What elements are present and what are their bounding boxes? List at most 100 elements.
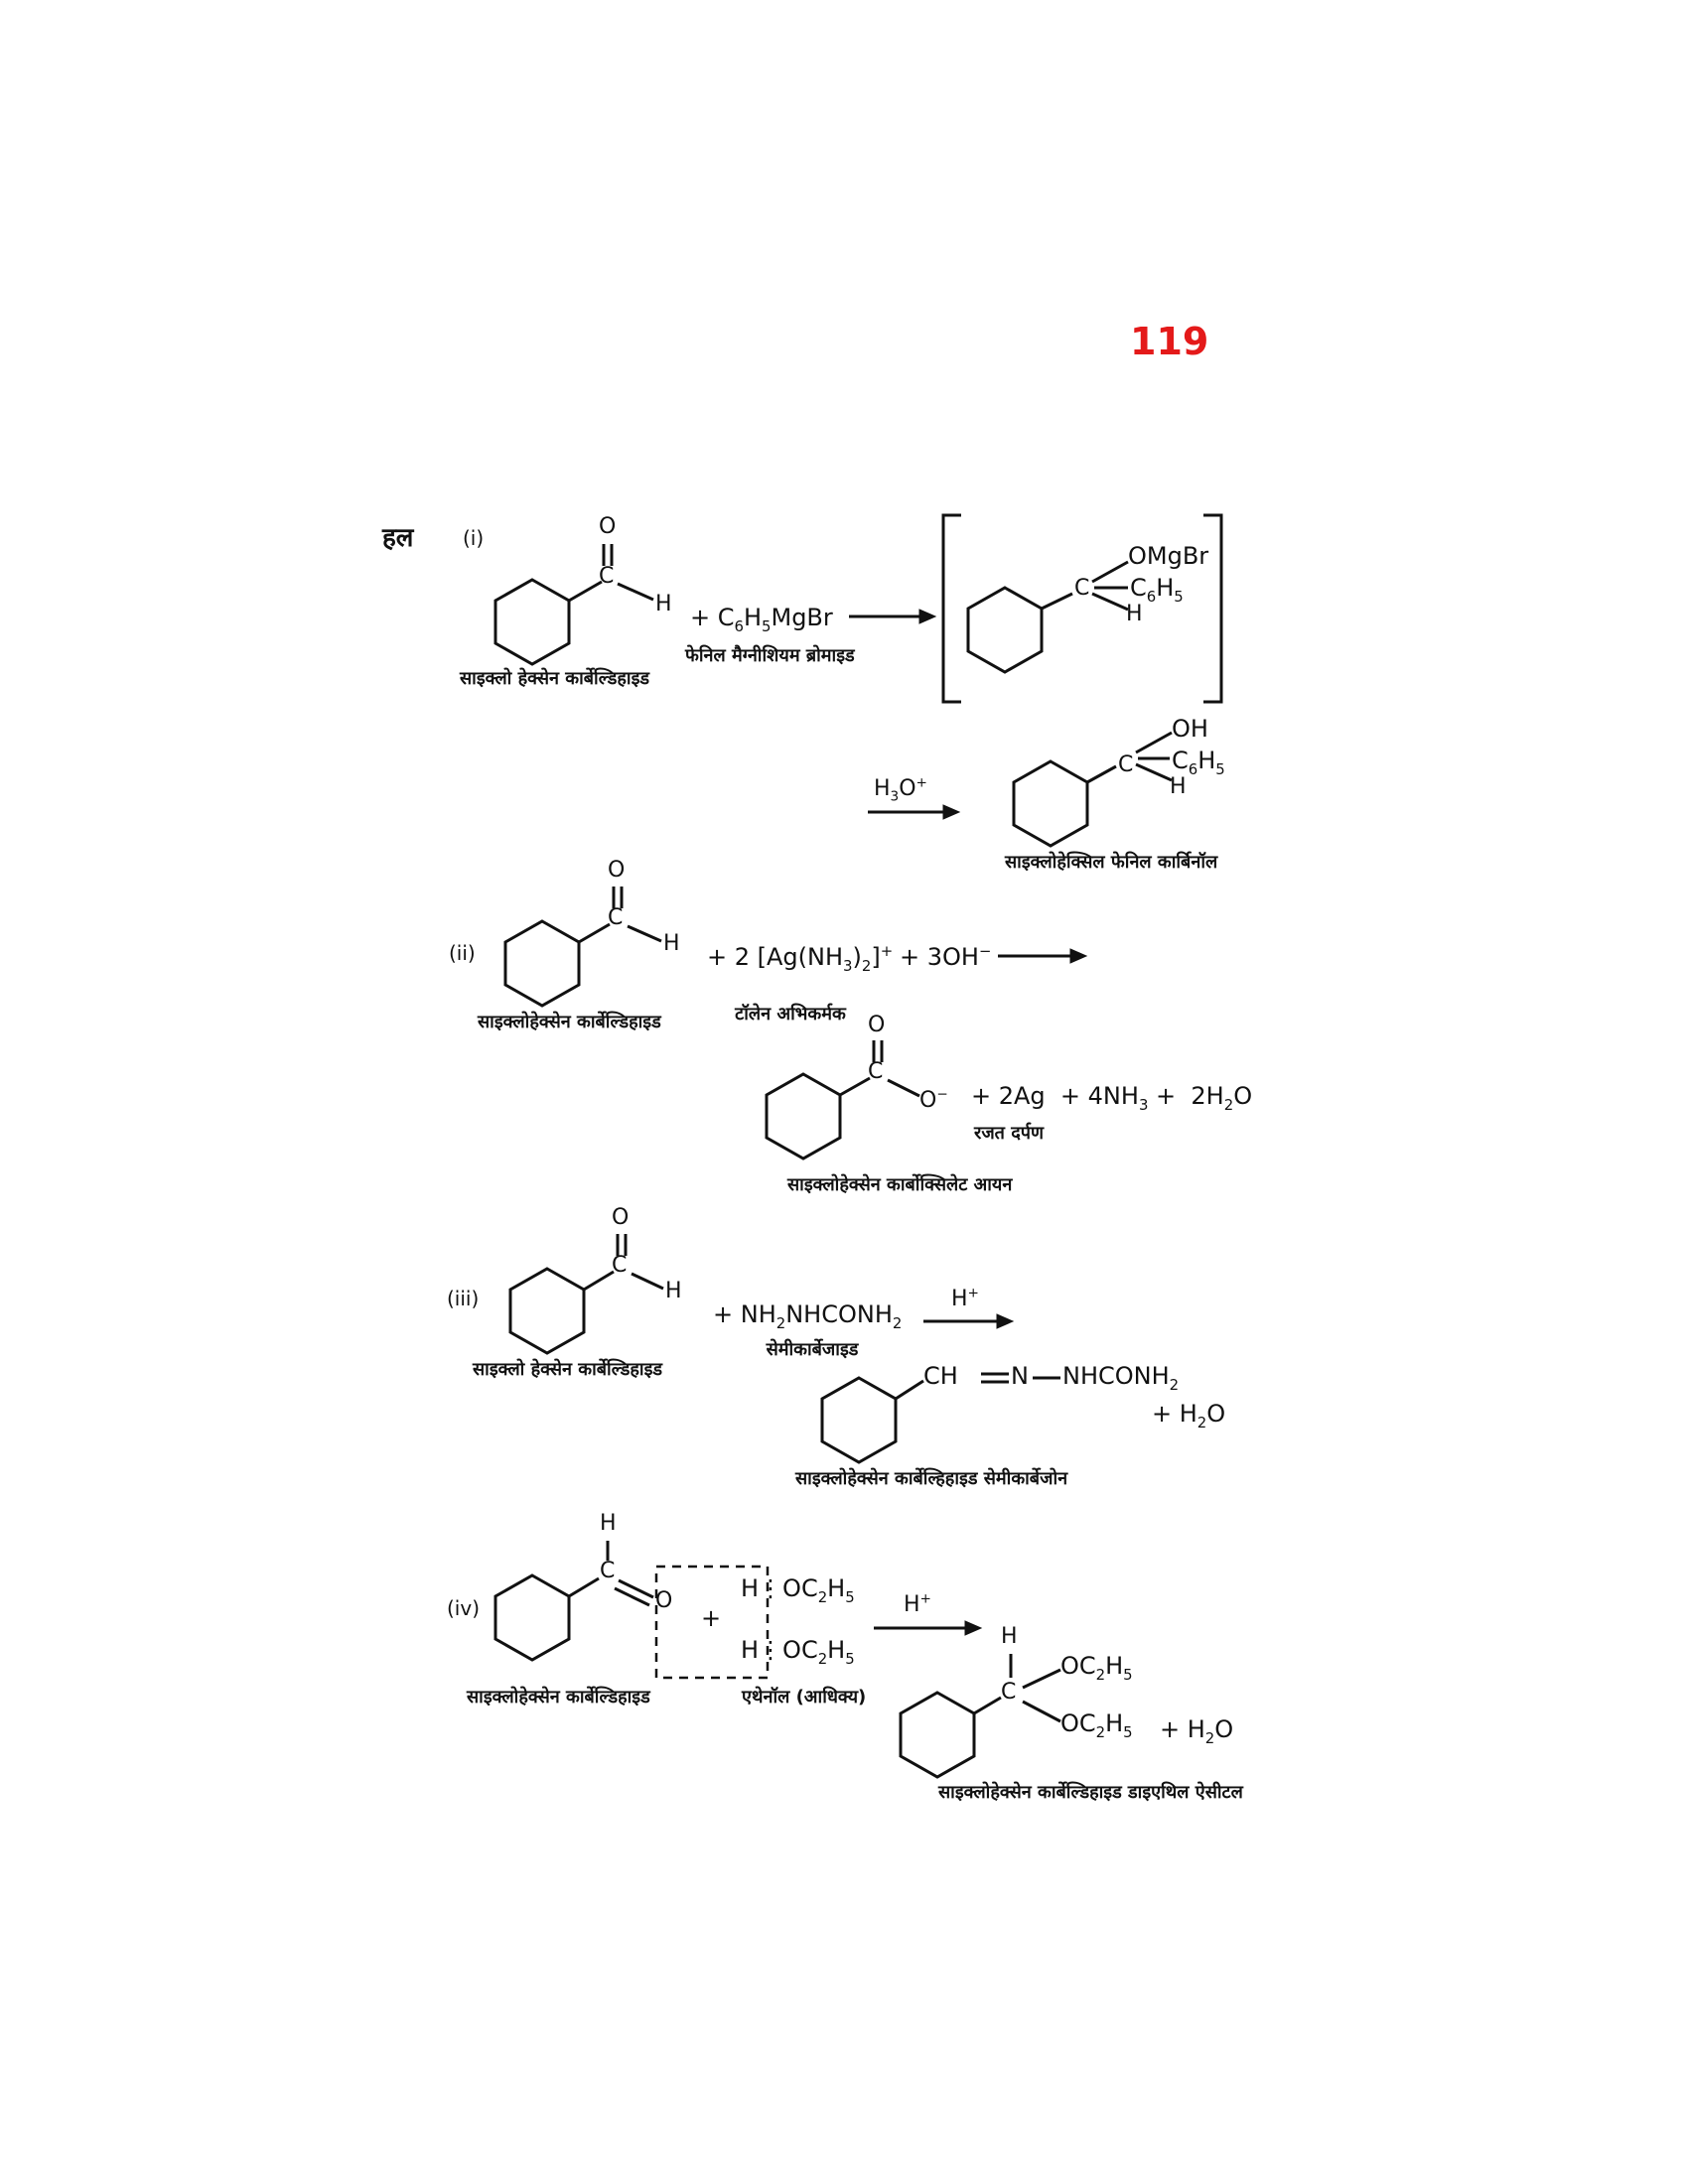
label-carboxylate-ion: साइक्लोहेक्सेन कार्बोक्सिलेट आयन — [787, 1174, 1013, 1195]
bond-ring-to-carbon-5 — [568, 1576, 600, 1598]
hexagon-reactant-1 — [493, 578, 571, 666]
bond-c-oh — [1135, 731, 1173, 754]
reagent-c6h5mgbr: + C6H5MgBr — [690, 604, 833, 635]
atom-c-3: C — [868, 1059, 884, 1084]
products-ag-nh3-h2o: + 2Ag + 4NH3 + 2H2O — [971, 1082, 1253, 1114]
atom-o: O — [599, 514, 617, 539]
bond-ring-to-carbon-4 — [583, 1270, 615, 1292]
group-ch: CH — [923, 1362, 958, 1390]
atom-c-acetal: C — [1001, 1680, 1017, 1705]
dashed-box — [654, 1565, 770, 1680]
bracket-left — [941, 513, 961, 704]
bond-c-o-minus — [887, 1078, 920, 1098]
bond-ring-to-carbon — [568, 580, 603, 603]
bond-c-h-int — [1091, 592, 1129, 612]
atom-h-4: H — [665, 1279, 682, 1303]
atom-h-acetal: H — [1001, 1624, 1018, 1649]
group-c6h5-prod: C6H5 — [1172, 747, 1225, 778]
atom-c: C — [599, 564, 615, 589]
hexagon-reactant-3 — [508, 1267, 586, 1355]
group-oc2h5-top: OC2H5 — [1060, 1652, 1133, 1684]
group-oc2h5-bottom: OC2H5 — [1060, 1709, 1133, 1741]
bracket-right — [1203, 513, 1223, 704]
reaction-3-structures — [508, 1234, 1060, 1464]
label-semicarbazide: सेमीकार्बेजाइड — [766, 1339, 859, 1360]
reaction-4-structures — [493, 1541, 1061, 1779]
double-bond-co-5a — [618, 1578, 654, 1599]
reagent-tollens: + 2 [Ag(NH3)2]+ — [707, 942, 894, 975]
arrow-3-head — [1069, 948, 1088, 964]
arrow-2-head — [942, 804, 961, 820]
arrow-5-head — [964, 1620, 983, 1636]
label-diethyl-acetal: साइक्लोहेक्सेन कार्बेल्डिहाइड डाइएथिल ऐस… — [938, 1782, 1243, 1803]
atom-h-2: H — [663, 931, 680, 956]
label-phenyl-magnesium-bromide: फेनिल मैग्नीशियम ब्रोमाइड — [685, 645, 855, 666]
label-ethanol-excess: एथेनॉल (आधिक्य) — [742, 1687, 867, 1707]
atom-n: N — [1011, 1362, 1029, 1390]
label-cyclohexane-carbaldehyde-4: साइक्लोहेक्सेन कार्बेल्डिहाइड — [467, 1687, 650, 1707]
bond-ring-to-carbon-2 — [578, 922, 611, 944]
reagent-hydroxide: + 3OH− — [900, 942, 992, 971]
hexagon-reactant-2 — [503, 919, 581, 1008]
atom-o-4: O — [612, 1205, 630, 1230]
bond-c-h-4 — [631, 1272, 664, 1291]
product-water-1: + H2O — [1152, 1400, 1226, 1432]
label-cyclohexane-carbaldehyde-3: साइक्लो हेक्सेन कार्बेल्डिहाइड — [473, 1359, 663, 1380]
bond-c-h-prod — [1135, 762, 1173, 782]
group-nhconh2: NHCONH2 — [1062, 1362, 1180, 1394]
bond-ring-to-c-acetal — [973, 1696, 1002, 1715]
hexagon-reactant-4 — [493, 1573, 571, 1662]
roman-iii: (iii) — [447, 1287, 480, 1310]
hexagon-carboxylate — [765, 1072, 842, 1160]
atom-c-5: C — [600, 1559, 616, 1583]
reagent-h-plus-2: H+ — [904, 1590, 931, 1617]
label-cyclohexane-carbaldehyde-2: साइक्लोहेक्सेन कार्बेल्डिहाइड — [478, 1012, 661, 1032]
atom-o-5: O — [655, 1588, 673, 1613]
label-cyclohexyl-phenyl-carbinol: साइक्लोहेक्सिल फेनिल कार्बिनॉल — [1005, 852, 1218, 873]
arrow-4-head — [996, 1313, 1015, 1329]
group-c6h5: C6H5 — [1130, 574, 1184, 606]
reagent-h3o-plus: H3O+ — [874, 774, 927, 805]
bond-c-h-2 — [627, 924, 662, 943]
label-semicarbazone: साइक्लोहेक्सेन कार्बेल्हिहाइड सेमीकार्बे… — [795, 1468, 1068, 1489]
atom-h-prod: H — [1170, 774, 1187, 799]
reaction-2-structures — [503, 887, 1088, 1160]
page-number: 119 — [1130, 320, 1209, 363]
hexagon-semicarbazone — [820, 1376, 898, 1464]
hexagon-product-1 — [1012, 759, 1089, 848]
ethanol-top: H⋮OC2H5 — [741, 1574, 855, 1606]
atom-h-5: H — [600, 1511, 617, 1536]
reagent-h-plus-1: H+ — [951, 1285, 979, 1311]
bond-ring-to-carbon-3 — [839, 1076, 871, 1097]
atom-h-int: H — [1126, 602, 1143, 626]
roman-i: (i) — [463, 526, 485, 550]
bond-c-omgbr — [1091, 560, 1129, 584]
roman-iv: (iv) — [447, 1596, 480, 1620]
atom-o-minus: O− — [919, 1086, 948, 1113]
reaction-1-structures — [493, 513, 1223, 848]
arrow-1-head — [918, 609, 937, 624]
bond-c-oc2h5-bottom — [1022, 1700, 1061, 1723]
atom-o-2: O — [608, 858, 626, 883]
solution-heading: हल — [382, 523, 414, 553]
label-cyclohexane-carbaldehyde-1: साइक्लो हेक्सेन कार्बेल्डिहाइड — [460, 668, 650, 689]
hexagon-intermediate-1 — [966, 586, 1044, 674]
plus-sign: + — [701, 1604, 722, 1632]
bond-c-oc2h5-top — [1022, 1668, 1061, 1690]
bond-ring-to-c-prod — [1086, 764, 1117, 784]
group-omgbr: OMgBr — [1128, 542, 1209, 570]
atom-o-3: O — [868, 1013, 886, 1037]
atom-c-int: C — [1074, 576, 1090, 601]
hexagon-acetal — [899, 1691, 976, 1779]
atom-h: H — [655, 592, 672, 616]
label-silver-mirror: रजत दर्पण — [973, 1123, 1045, 1144]
atom-c-4: C — [612, 1253, 628, 1278]
double-bond-co-5b — [614, 1586, 650, 1607]
bond-ring-to-c-int — [1041, 592, 1073, 611]
roman-ii: (ii) — [449, 941, 476, 965]
label-tollens-reagent: टॉलेन अभिकर्मक — [735, 1004, 846, 1024]
bond-c-h — [617, 582, 654, 602]
bond-ring-to-ch — [895, 1379, 924, 1401]
